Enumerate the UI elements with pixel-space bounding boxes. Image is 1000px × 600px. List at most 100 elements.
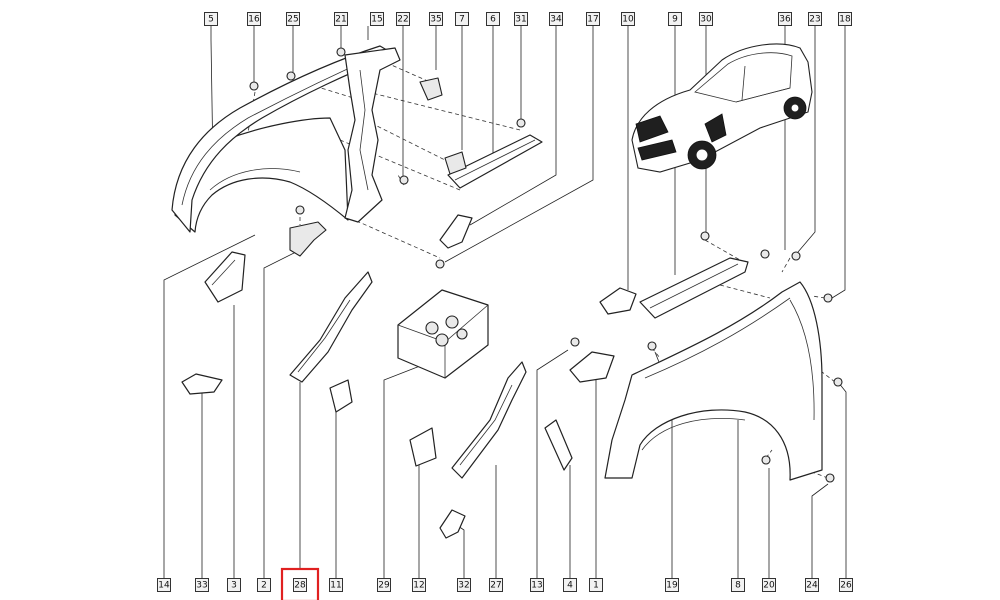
callout-13[interactable]: 13 (530, 578, 544, 592)
callout-32[interactable]: 32 (457, 578, 471, 592)
callout-3[interactable]: 3 (227, 578, 241, 592)
callout-box (514, 12, 528, 26)
callout-2[interactable]: 2 (257, 578, 271, 592)
callout-19[interactable]: 19 (665, 578, 679, 592)
callout-box (455, 12, 469, 26)
callout-35[interactable]: 35 (429, 12, 443, 26)
callout-box (731, 578, 745, 592)
callout-label: 12 (413, 581, 424, 591)
callout-label: 15 (371, 15, 382, 25)
hardware-kit-box-29 (397, 289, 489, 379)
callout-box (489, 578, 503, 592)
right-bracket-12 (409, 427, 437, 467)
callout-14[interactable]: 14 (157, 578, 171, 592)
callout-label: 25 (287, 15, 298, 25)
left-fender-bracket (289, 221, 327, 257)
callout-label: 30 (700, 15, 712, 25)
callout-box (429, 12, 443, 26)
callout-11[interactable]: 11 (329, 578, 343, 592)
callout-label: 8 (735, 581, 741, 591)
callout-box (621, 12, 635, 26)
callout-label: 13 (531, 581, 542, 591)
callout-box (293, 578, 307, 592)
callout-10[interactable]: 10 (621, 12, 635, 26)
left-upper-rail (447, 134, 543, 189)
callout-box (396, 12, 410, 26)
left-bracket-11 (329, 379, 353, 413)
callout-box (195, 578, 209, 592)
callout-4[interactable]: 4 (563, 578, 577, 592)
left-fasteners (249, 47, 526, 269)
callout-label: 19 (666, 581, 678, 591)
callout-34[interactable]: 34 (549, 12, 563, 26)
callout-label: 35 (430, 15, 441, 25)
highlighted-callout-frame (280, 567, 320, 600)
callout-18[interactable]: 18 (838, 12, 852, 26)
callout-box (334, 12, 348, 26)
callout-box (247, 12, 261, 26)
callout-31[interactable]: 31 (514, 12, 528, 26)
callout-box (530, 578, 544, 592)
callout-1[interactable]: 1 (589, 578, 603, 592)
callout-box (286, 12, 300, 26)
left-seal-strip-28 (289, 271, 373, 383)
callout-box (838, 12, 852, 26)
right-front-fender (604, 281, 823, 481)
callout-27[interactable]: 27 (489, 578, 503, 592)
callout-5[interactable]: 5 (204, 12, 218, 26)
right-fasteners (570, 231, 843, 483)
callout-8[interactable]: 8 (731, 578, 745, 592)
callout-box (329, 578, 343, 592)
callout-30[interactable]: 30 (699, 12, 713, 26)
right-seal-strip-27 (451, 361, 527, 479)
callout-label: 31 (515, 15, 526, 25)
callout-label: 16 (248, 15, 260, 25)
callout-label: 5 (208, 15, 214, 25)
callout-box (808, 12, 822, 26)
callout-box (699, 12, 713, 26)
callout-label: 14 (158, 581, 170, 591)
callout-20[interactable]: 20 (762, 578, 776, 592)
callout-36[interactable]: 36 (778, 12, 792, 26)
callout-16[interactable]: 16 (247, 12, 261, 26)
callout-label: 36 (779, 15, 791, 25)
callout-label: 4 (567, 581, 573, 591)
callout-17[interactable]: 17 (586, 12, 600, 26)
callout-label: 11 (330, 581, 341, 591)
left-hinge-33 (181, 373, 223, 395)
callout-box (412, 578, 426, 592)
callout-box (227, 578, 241, 592)
callout-28[interactable]: 28 (293, 578, 307, 592)
callout-box (762, 578, 776, 592)
callout-label: 33 (196, 581, 207, 591)
callout-box (257, 578, 271, 592)
callout-label: 17 (587, 15, 598, 25)
left-splash-shield (344, 47, 401, 223)
callout-label: 3 (231, 581, 237, 591)
callout-label: 18 (839, 15, 851, 25)
right-upper-rail-9 (639, 257, 749, 319)
callout-33[interactable]: 33 (195, 578, 209, 592)
callout-29[interactable]: 29 (377, 578, 391, 592)
callout-6[interactable]: 6 (486, 12, 500, 26)
callout-26[interactable]: 26 (839, 578, 853, 592)
callout-24[interactable]: 24 (805, 578, 819, 592)
callout-15[interactable]: 15 (370, 12, 384, 26)
callout-21[interactable]: 21 (334, 12, 348, 26)
callout-12[interactable]: 12 (412, 578, 426, 592)
callout-7[interactable]: 7 (455, 12, 469, 26)
callout-22[interactable]: 22 (396, 12, 410, 26)
callout-label: 22 (397, 15, 408, 25)
callout-box (665, 578, 679, 592)
callout-9[interactable]: 9 (668, 12, 682, 26)
callout-25[interactable]: 25 (286, 12, 300, 26)
callout-box (549, 12, 563, 26)
callout-label: 34 (550, 15, 562, 25)
callout-label: 23 (809, 15, 820, 25)
callout-label: 1 (593, 581, 599, 591)
callout-23[interactable]: 23 (808, 12, 822, 26)
callout-box (805, 578, 819, 592)
callout-label: 20 (763, 581, 775, 591)
